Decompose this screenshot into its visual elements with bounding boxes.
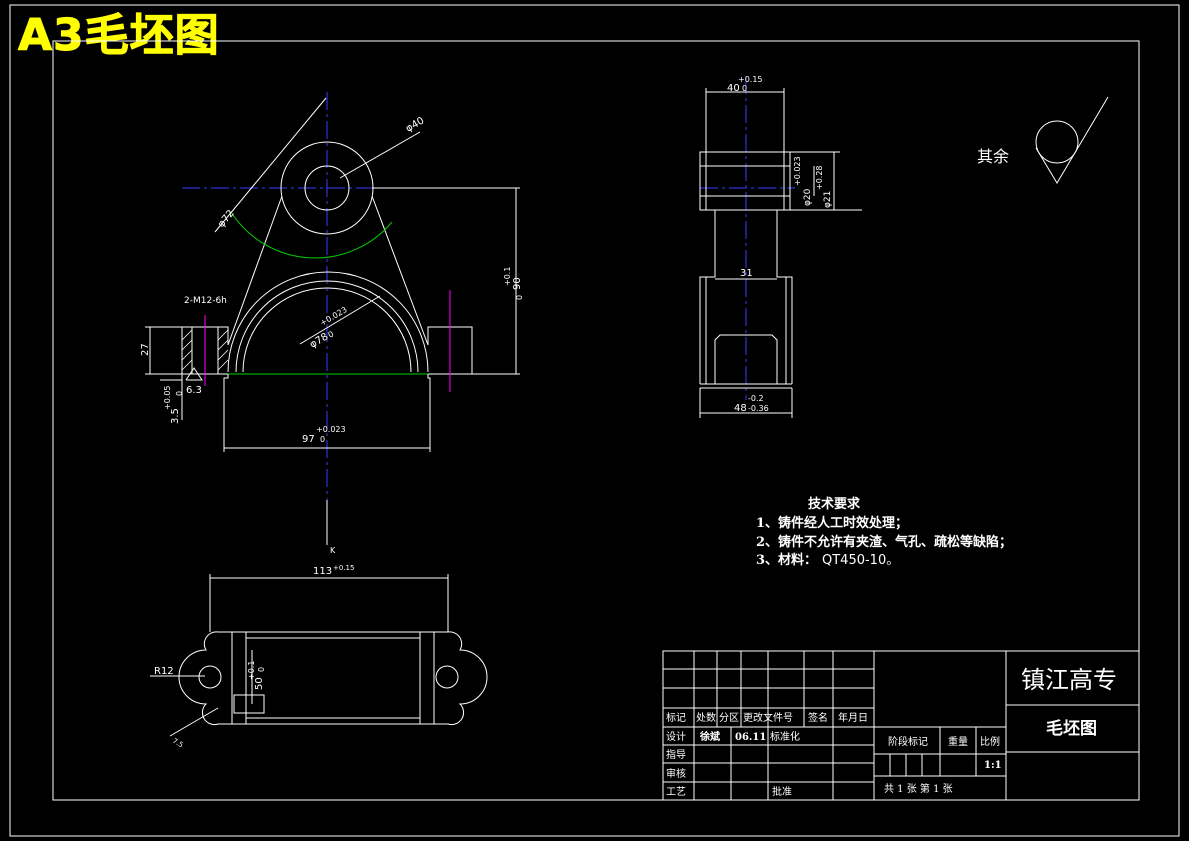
tb-approve-label: 批准 xyxy=(772,785,792,798)
tb-school-name: 镇江高专 xyxy=(1021,666,1117,694)
side-dim-40: 40 xyxy=(727,83,740,94)
tb-guide-label: 指导 xyxy=(666,748,686,761)
tb-header-mark: 标记 xyxy=(666,712,686,724)
dim-phi72: φ72 xyxy=(216,208,237,230)
top-view xyxy=(150,574,488,737)
dim-27: 27 xyxy=(140,343,151,356)
inner-frame xyxy=(52,40,1140,801)
dim-3-5-up: +0.05 xyxy=(163,385,172,410)
outer-border xyxy=(9,4,1180,837)
side-dim-48-lo: -0.36 xyxy=(748,404,769,413)
tb-header-zone: 分区 xyxy=(719,712,739,724)
side-dim-31: 31 xyxy=(740,268,753,279)
roughness-symbol xyxy=(1035,96,1109,184)
dim-3-5-lo: 0 xyxy=(175,391,184,396)
top-dim-50-lo: 0 xyxy=(257,667,266,672)
tb-header-change-doc: 更改文件号 xyxy=(743,711,793,724)
dim-97: 97 xyxy=(302,434,315,445)
view-k-label: K xyxy=(330,546,336,555)
top-r12: R12 xyxy=(154,666,174,677)
dim-90-up: +0.1 xyxy=(503,267,512,286)
tech-line-3-material: QT450-10。 xyxy=(822,553,899,568)
tb-scale-value: 1:1 xyxy=(984,760,1002,771)
side-dim-40-up: +0.15 xyxy=(738,75,763,84)
side-dim-48-up: -0.2 xyxy=(748,394,764,403)
side-dia-a: φ20 xyxy=(803,188,813,206)
dim-90: 90 xyxy=(512,277,523,290)
side-dim-48: 48 xyxy=(734,403,747,414)
tb-designer: 徐斌 xyxy=(699,730,720,743)
tb-stage-label: 阶段标记 xyxy=(888,735,928,748)
side-view xyxy=(699,76,862,418)
title-block xyxy=(662,650,1140,801)
tb-header-sign: 签名 xyxy=(808,711,828,724)
tb-sheets: 共 1 张 第 1 张 xyxy=(884,782,953,795)
dim-90-lo: 0 xyxy=(515,295,524,300)
dim-3-5: 3.5 xyxy=(170,408,181,424)
roughness-label: 其余 xyxy=(977,147,1009,166)
tb-drawing-name: 毛坯图 xyxy=(1046,718,1097,739)
tb-design-date: 06.11 xyxy=(735,732,766,743)
tech-title: 技术要求 xyxy=(808,496,861,512)
top-dim-50-up: +0.1 xyxy=(247,661,256,680)
top-dim-50: 50 xyxy=(254,677,265,690)
dim-phi78-tol-lo: 0 xyxy=(327,329,336,339)
tb-scale-label: 比例 xyxy=(980,735,1000,748)
front-view xyxy=(145,92,520,545)
side-dia-b: φ21 xyxy=(823,191,833,208)
top-leader-label: 7.5 xyxy=(171,737,185,749)
tb-header-date: 年月日 xyxy=(838,711,868,724)
dim-97-lo: 0 xyxy=(320,435,325,444)
tech-line-1: 1、铸件经人工时效处理； xyxy=(756,515,908,531)
thread-callout: 2-M12-6h xyxy=(184,296,227,306)
tb-standard-label: 标准化 xyxy=(770,730,800,743)
dim-97-up: +0.023 xyxy=(316,425,346,434)
top-dim-113: 113 xyxy=(313,566,332,577)
drawing-banner-title: A3毛坯图 xyxy=(18,10,220,61)
dim-phi40: φ40 xyxy=(404,115,426,134)
tb-design-label: 设计 xyxy=(666,730,686,743)
tech-line-3-prefix: 3、材料： xyxy=(756,552,817,568)
top-dim-113-tol: +0.15 xyxy=(333,564,354,572)
side-dim-40-lo: 0 xyxy=(742,84,747,93)
tb-process-label: 工艺 xyxy=(666,786,686,798)
roughness-6-3: 6.3 xyxy=(186,385,202,396)
tb-header-count: 处数 xyxy=(696,711,716,724)
side-dia-b-tol: +0.28 xyxy=(815,165,824,190)
tb-weight-label: 重量 xyxy=(948,735,968,748)
tb-review-label: 审核 xyxy=(666,767,686,780)
side-dia-a-tol: +0.023 xyxy=(793,156,802,186)
tech-line-2: 2、铸件不允许有夹渣、气孔、疏松等缺陷； xyxy=(756,534,1012,550)
